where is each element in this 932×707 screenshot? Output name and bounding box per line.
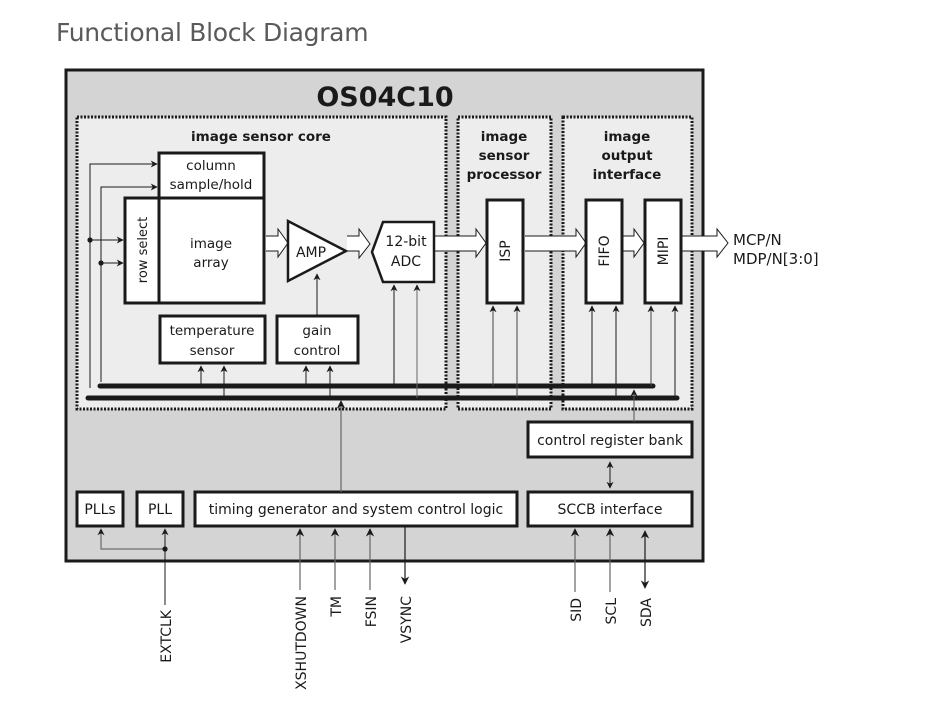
pin-extclk: EXTCLK	[159, 609, 175, 662]
mipi-output-label-1: MCP/N	[733, 231, 782, 249]
region-output-label-2: output	[601, 148, 653, 164]
block-control-register-bank	[526, 420, 694, 459]
region-output-label-1: image	[604, 129, 651, 145]
amp-label: AMP	[296, 245, 326, 261]
gain-control-label-2: control	[294, 343, 341, 359]
junction-dot	[162, 546, 168, 552]
block-pll	[135, 490, 185, 528]
row-column-control-lines	[89, 160, 158, 388]
pin-sid: SID	[569, 598, 585, 622]
temperature-sensor-label-2: sensor	[190, 343, 235, 359]
pin-fsin: FSIN	[364, 596, 380, 627]
region-output-label-3: interface	[593, 167, 662, 183]
bus-taps	[197, 284, 679, 398]
data-path-arrows	[266, 227, 729, 260]
block-temperature-sensor	[158, 314, 267, 365]
pin-tm: TM	[329, 596, 345, 618]
isp-label: ISP	[498, 240, 514, 261]
chip-name: OS04C10	[316, 82, 453, 113]
block-adc	[370, 220, 436, 284]
control-register-bank-label: control register bank	[537, 433, 684, 449]
block-row-select	[123, 196, 161, 305]
pin-xshutdown: XSHUTDOWN	[294, 596, 310, 690]
pin-scl: SCL	[604, 598, 620, 625]
block-column-sample-hold	[157, 151, 266, 200]
gain-control-label-1: gain	[302, 323, 331, 339]
region-isp-label-2: sensor	[479, 148, 530, 164]
temperature-sensor-label-1: temperature	[170, 323, 255, 339]
column-sample-hold-label-2: sample/hold	[170, 177, 253, 193]
adc-label-2: ADC	[391, 254, 421, 270]
column-sample-hold-label-1: column	[186, 158, 236, 174]
bus-arrow-amp-to-adc	[347, 227, 371, 260]
mipi-output-label-2: MDP/N[3:0]	[733, 250, 819, 268]
block-mipi	[643, 198, 683, 305]
block-timing-generator	[193, 490, 519, 528]
sccb-interface-label: SCCB interface	[558, 502, 663, 518]
block-plls	[75, 490, 125, 528]
pll-clock-lines	[97, 528, 169, 605]
block-amp	[286, 218, 349, 284]
page-title: Functional Block Diagram	[56, 18, 369, 47]
plls-label: PLLs	[84, 502, 115, 518]
block-fifo	[584, 198, 624, 305]
block-isp	[485, 198, 525, 305]
junction-dot	[98, 260, 104, 266]
timing-generator-label: timing generator and system control logi…	[209, 502, 503, 518]
region-core-label: image sensor core	[191, 129, 331, 145]
adc-label-1: 12-bit	[385, 234, 427, 250]
region-isp-label-3: processor	[467, 167, 542, 183]
region-isp-label-1: image	[481, 129, 528, 145]
mipi-label: MIPI	[656, 237, 672, 266]
block-gain-control	[275, 314, 360, 365]
pin-lines	[295, 526, 650, 592]
row-select-label: row select	[136, 217, 151, 283]
block-image-array	[157, 196, 266, 305]
pll-label: PLL	[148, 502, 172, 518]
bus-arrow-mipi-out	[681, 227, 729, 259]
pin-vsync: VSYNC	[399, 596, 415, 643]
image-array-label-2: array	[193, 255, 228, 271]
block-sccb-interface	[526, 490, 694, 528]
junction-dot	[87, 237, 93, 243]
image-array-label-1: image	[190, 236, 232, 252]
fifo-label: FIFO	[597, 235, 613, 266]
pin-sda: SDA	[639, 598, 655, 627]
